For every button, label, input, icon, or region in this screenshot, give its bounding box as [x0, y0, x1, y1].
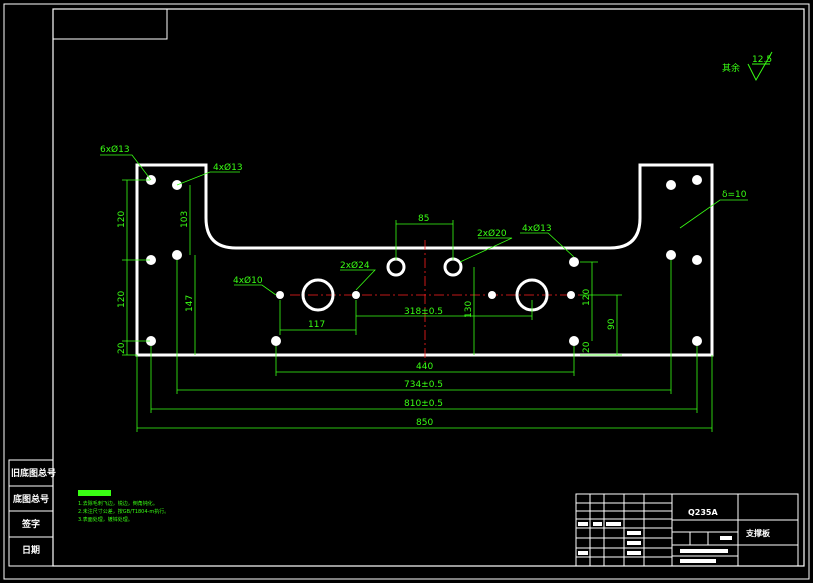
outer-border — [3, 3, 810, 580]
dim-85: 85 — [418, 214, 429, 224]
dim-20: 20 — [117, 342, 127, 354]
side-table — [8, 459, 54, 567]
roughness-symbol: 其余 12.5 — [722, 51, 773, 82]
dim-440: 440 — [416, 362, 433, 372]
dim-103: 103 — [180, 211, 190, 228]
dim-130: 130 — [464, 301, 474, 318]
title-block-material: Q235A — [688, 508, 719, 517]
roughness-value: 12.5 — [752, 55, 772, 65]
dim-734: 734±0.5 — [404, 380, 443, 390]
callout-2x20: 2xØ20 — [477, 228, 507, 239]
callout-4x10: 4xØ10 — [233, 275, 263, 286]
part-outline — [135, 163, 714, 357]
callout-6x13: 6xØ13 — [100, 144, 130, 155]
side-table-old-base-number: 旧底图总号 — [11, 467, 56, 479]
title-block — [575, 493, 799, 567]
note-3: 3.表面处理，镀锌处理。 — [78, 516, 133, 523]
side-table-date: 日期 — [22, 544, 40, 556]
dim-120-upper: 120 — [117, 211, 127, 228]
dim-810: 810±0.5 — [404, 399, 443, 409]
title-block-part-name: 支撑板 — [745, 528, 771, 538]
side-table-base-number: 底图总号 — [13, 493, 49, 505]
dim-318: 318±0.5 — [404, 307, 443, 317]
side-table-signature: 签字 — [21, 518, 40, 530]
callout-thickness: δ=10 — [722, 190, 747, 200]
inner-border — [52, 8, 805, 567]
drawing-number-box — [52, 8, 168, 40]
dim-90: 90 — [607, 318, 617, 330]
callout-4x13-mid: 4xØ13 — [522, 223, 552, 234]
roughness-prefix: 其余 — [722, 62, 740, 74]
note-1: 1.去除毛刺飞边，锐边，倒角钝化。 — [78, 500, 158, 507]
callout-2x24: 2xØ24 — [340, 260, 370, 271]
dim-20-right: 20 — [582, 341, 592, 353]
note-2: 2.未注尺寸公差，按GB/T1804-m执行。 — [78, 508, 169, 515]
dimension-lines — [100, 154, 748, 432]
title-block-fills — [578, 522, 732, 563]
dim-120-lower: 120 — [117, 291, 127, 308]
callout-4x13-top: 4xØ13 — [213, 162, 243, 173]
dim-120-right: 120 — [582, 289, 592, 306]
dim-117: 117 — [308, 320, 325, 330]
notes-heading-bar — [78, 490, 111, 496]
dim-850: 850 — [416, 418, 433, 428]
dim-147: 147 — [185, 295, 195, 312]
